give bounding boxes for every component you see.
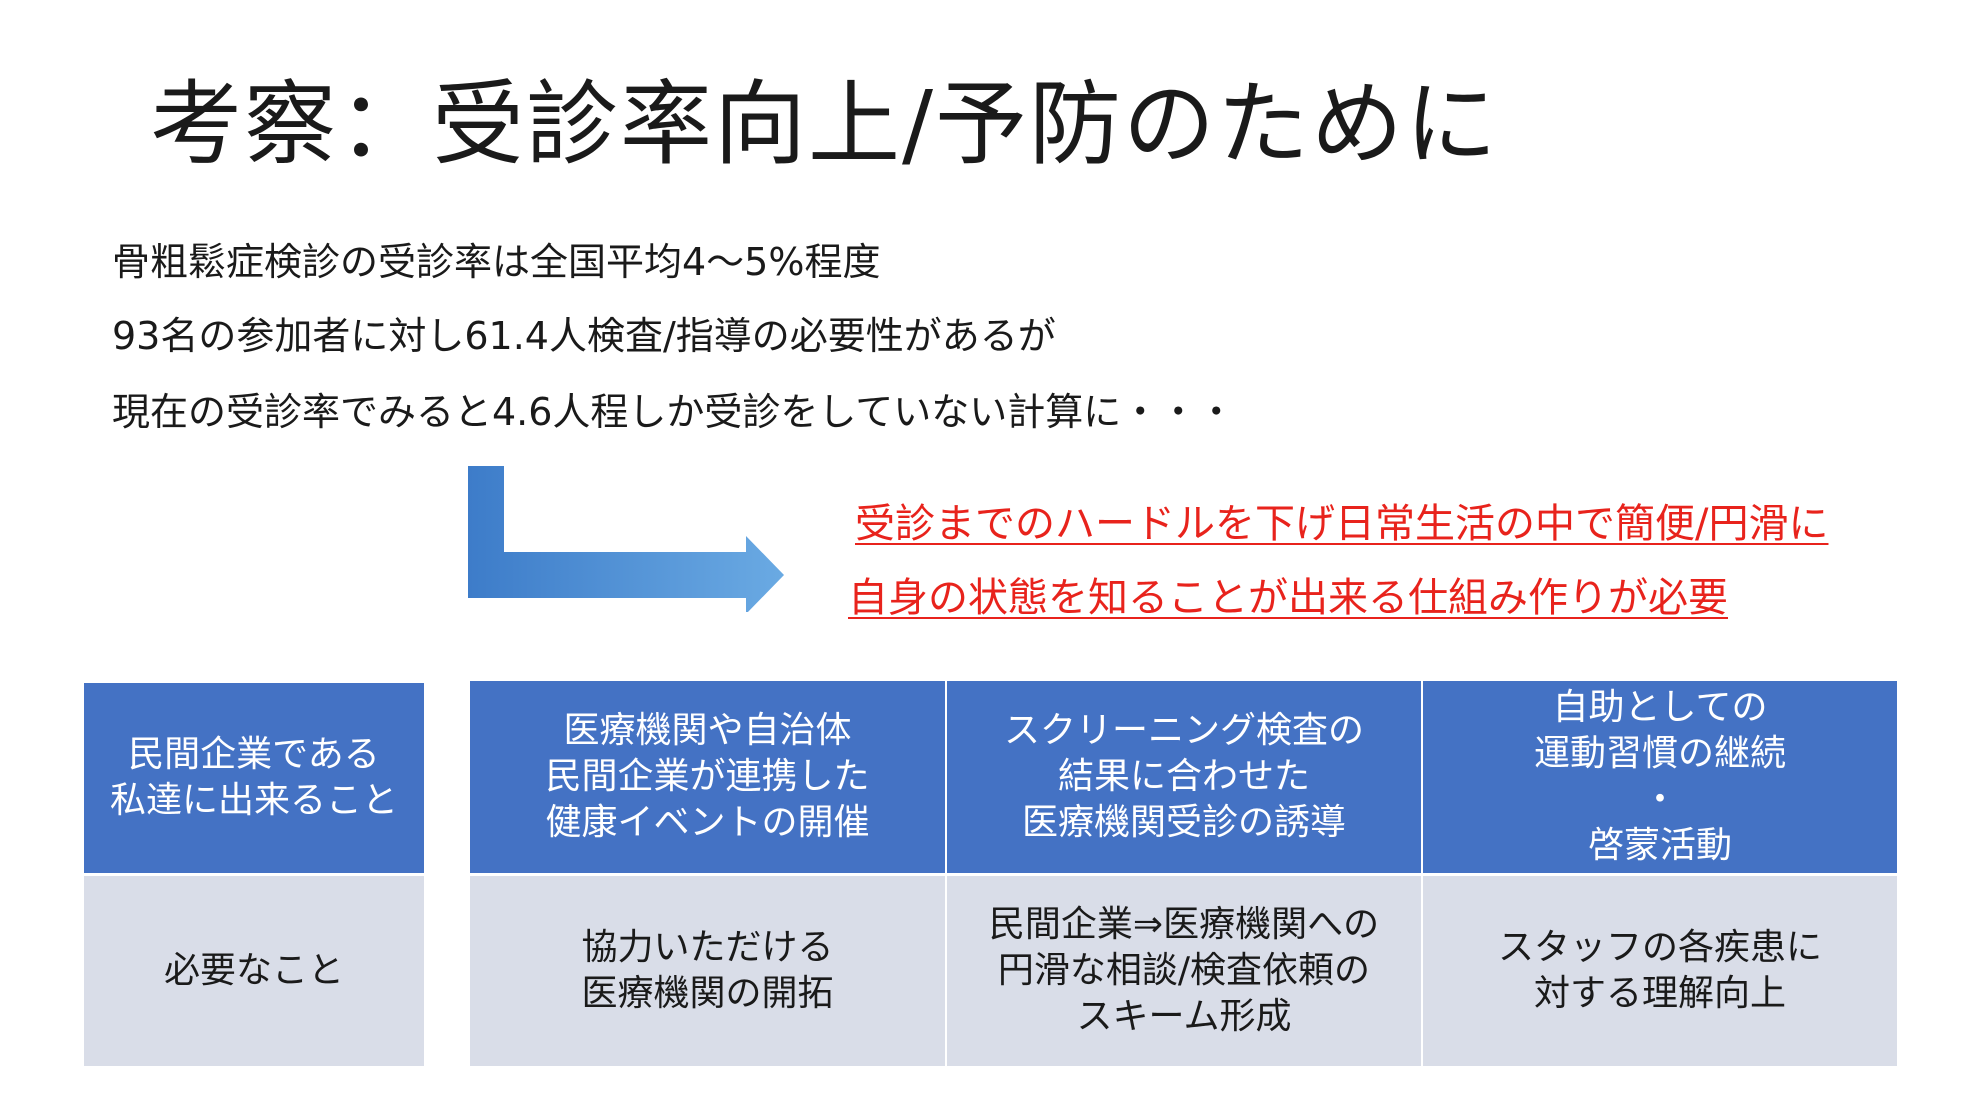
slide-title: 考察：受診率向上/予防のために — [150, 71, 1499, 178]
left-table-header: 民間企業である 私達に出来ること — [84, 683, 424, 873]
table-header-self-help: 自助としての 運動習慣の継続 ・ 啓蒙活動 — [1423, 681, 1897, 873]
table-header-health-event: 医療機関や自治体 民間企業が連携した 健康イベントの開催 — [470, 681, 945, 873]
table-cell-scheme-formation: 民間企業⇒医療機関への 円滑な相談/検査依頼の スキーム形成 — [947, 876, 1421, 1066]
bent-arrow-right-icon — [468, 466, 784, 612]
table-cell-partner-development: 協力いただける 医療機関の開拓 — [470, 876, 945, 1066]
conclusion-line-1: 受診までのハードルを下げ日常生活の中で簡便/円滑に — [855, 501, 1829, 547]
body-line-current-calculation: 現在の受診率でみると4.6人程しか受診をしていない計算に・・・ — [112, 390, 1236, 434]
table-header-screening-referral: スクリーニング検査の 結果に合わせた 医療機関受診の誘導 — [947, 681, 1421, 873]
conclusion-line-2: 自身の状態を知ることが出来る仕組み作りが必要 — [848, 575, 1728, 621]
body-line-participants: 93名の参加者に対し61.4人検査/指導の必要性があるが — [112, 314, 1056, 358]
body-line-screening-rate: 骨粗鬆症検診の受診率は全国平均4～5%程度 — [112, 240, 881, 284]
table-cell-staff-understanding: スタッフの各疾患に 対する理解向上 — [1423, 876, 1897, 1066]
left-table-row: 必要なこと — [84, 876, 424, 1066]
